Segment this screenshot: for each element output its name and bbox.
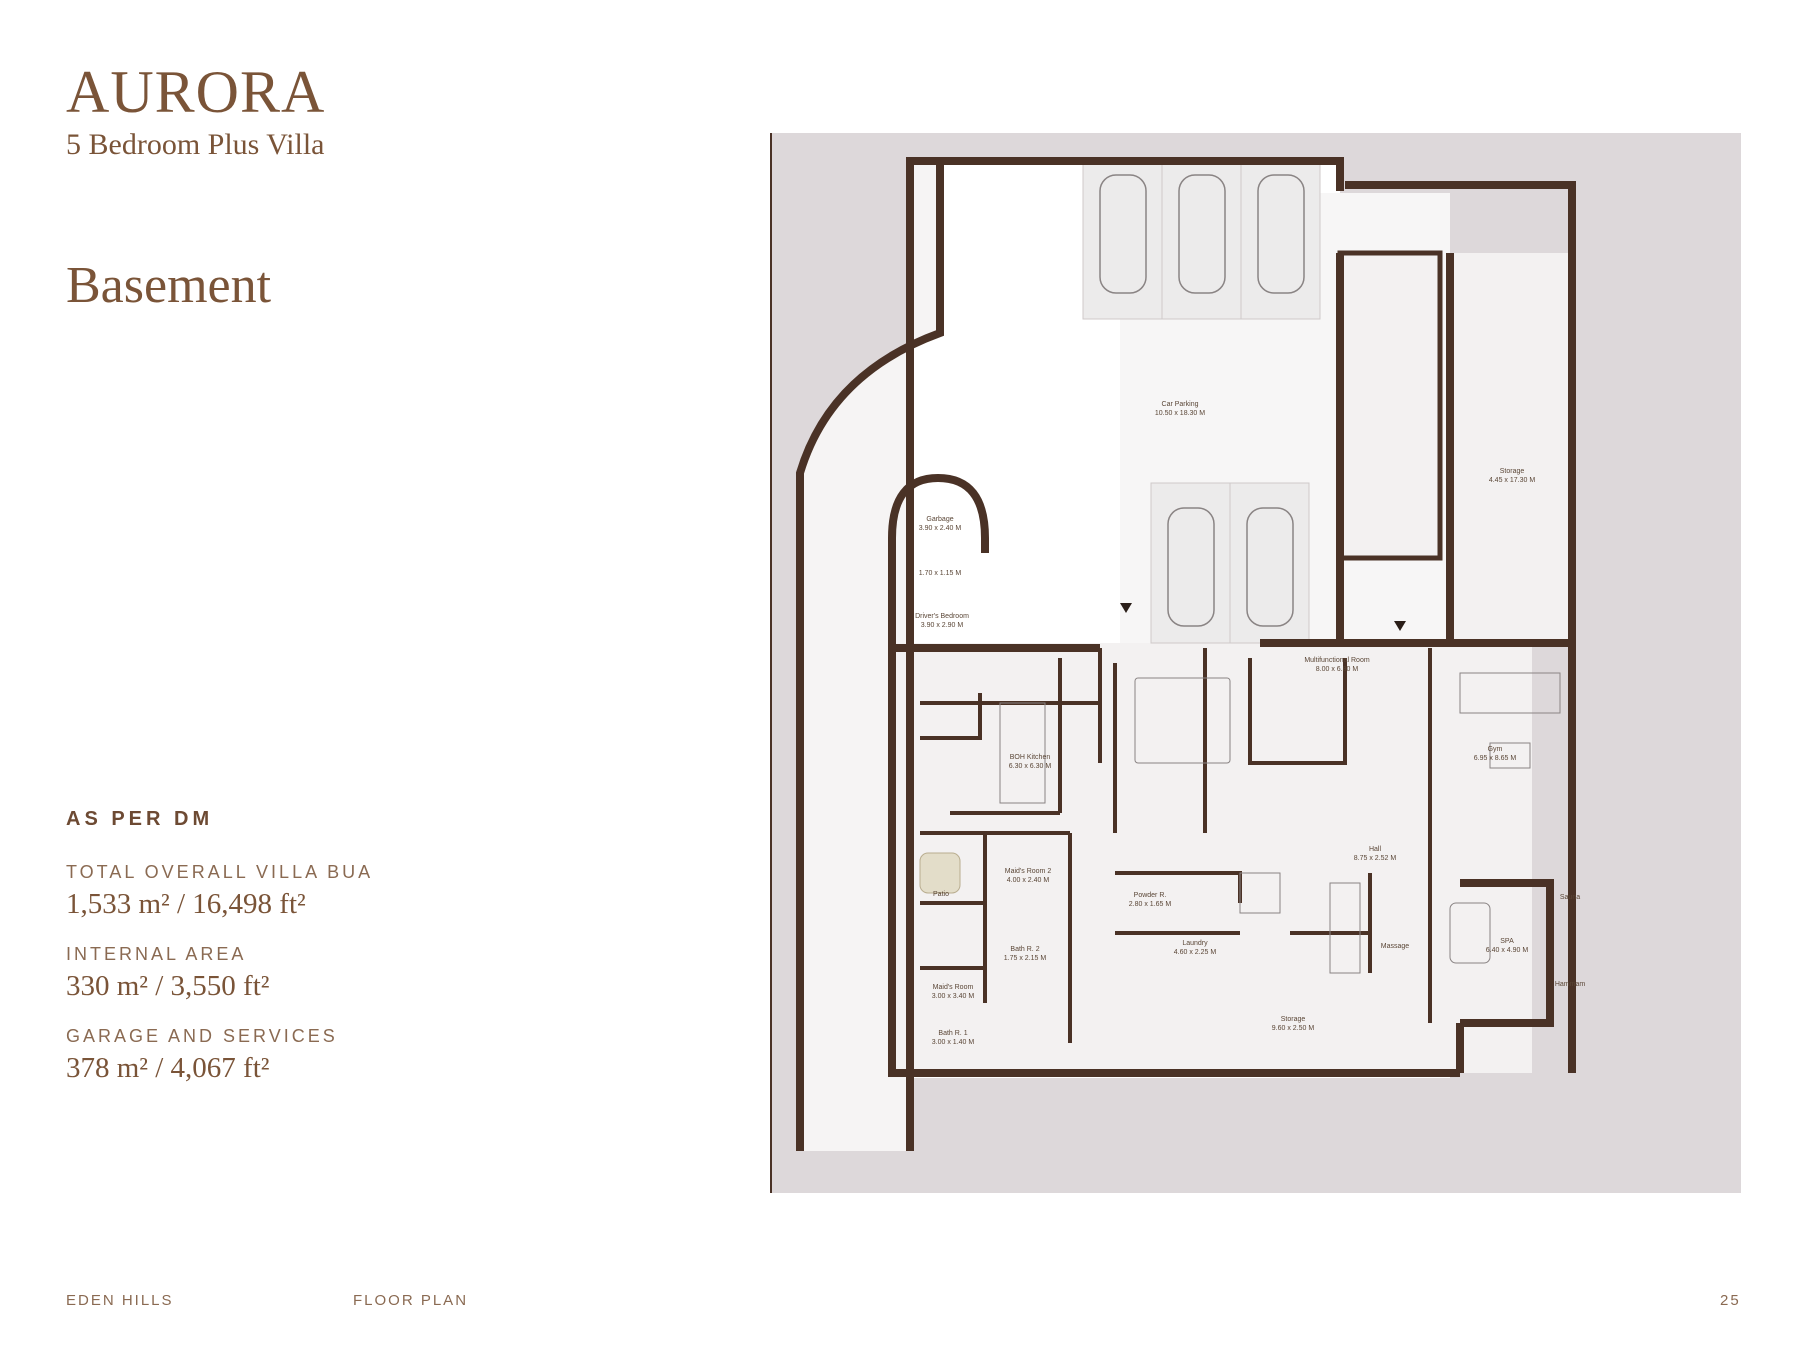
room-size: 8.00 x 6.80 M	[1316, 666, 1359, 673]
internal-area-label: INTERNAL AREA	[66, 944, 247, 964]
room-size: 1.70 x 1.15 M	[919, 570, 962, 577]
page-number: 25	[1720, 1292, 1741, 1309]
floor-level-heading: Basement	[66, 257, 272, 314]
fixtures	[999, 672, 1561, 974]
villa-type-subtitle: 5 Bedroom Plus Villa	[66, 128, 325, 161]
entry-arrow-icon	[1394, 621, 1406, 631]
room-name: Car Parking	[1162, 401, 1199, 408]
room-size: 3.00 x 3.40 M	[932, 993, 975, 1000]
room-size: 4.45 x 17.30 M	[1489, 477, 1535, 484]
total-bua-label: TOTAL OVERALL VILLA BUA	[66, 862, 374, 882]
room-name: Maid's Room	[933, 984, 974, 991]
room-name: Hall	[1369, 846, 1382, 853]
room-size: 6.40 x 4.90 M	[1486, 947, 1529, 954]
room-size: 3.90 x 2.40 M	[919, 525, 962, 532]
internal-area-value: 330 m² / 3,550 ft²	[66, 970, 270, 1002]
storage-left-strip	[1337, 250, 1443, 561]
storage-room	[1450, 253, 1570, 643]
room-size: 4.60 x 2.25 M	[1174, 949, 1217, 956]
room-name: Garbage	[926, 516, 953, 523]
car-icons	[1099, 174, 1305, 627]
parking-bays-top	[1082, 162, 1321, 320]
room-name: BOH Kitchen	[1010, 754, 1051, 761]
room-name: Hammam	[1555, 981, 1586, 988]
room-labels: Car Parking 10.50 x 18.30 M Storage 4.45…	[915, 401, 1585, 1046]
garage-services-label: GARAGE AND SERVICES	[66, 1026, 338, 1046]
room-size: 10.50 x 18.30 M	[1155, 410, 1205, 417]
room-name: Powder R.	[1134, 892, 1167, 899]
room-name: Maid's Room 2	[1005, 868, 1052, 875]
total-bua-value: 1,533 m² / 16,498 ft²	[66, 888, 306, 920]
room-name: Driver's Bedroom	[915, 613, 969, 620]
room-size: 6.95 x 8.65 M	[1474, 755, 1517, 762]
room-size: 2.80 x 1.65 M	[1129, 901, 1172, 908]
room-size: 3.90 x 2.90 M	[921, 622, 964, 629]
room-name: Bath R. 1	[938, 1030, 967, 1037]
floor-plan-drawing: Car Parking 10.50 x 18.30 M Storage 4.45…	[770, 133, 1585, 1193]
room-size: 8.75 x 2.52 M	[1354, 855, 1397, 862]
room-name: Laundry	[1182, 940, 1208, 947]
walls	[888, 157, 1576, 1151]
garage-services-value: 378 m² / 4,067 ft²	[66, 1052, 270, 1084]
room-size: 6.30 x 6.30 M	[1009, 763, 1052, 770]
room-name: Multifunctional Room	[1304, 657, 1370, 664]
floor-area-lower	[892, 643, 1532, 1073]
room-name: Storage	[1281, 1016, 1306, 1023]
footer-project: EDEN HILLS	[66, 1292, 174, 1309]
floor-plan: Car Parking 10.50 x 18.30 M Storage 4.45…	[770, 133, 1741, 1193]
page-title: AURORA	[66, 59, 326, 125]
patio-planter	[919, 852, 961, 894]
room-name: Storage	[1500, 468, 1525, 475]
room-size: 3.00 x 1.40 M	[932, 1039, 975, 1046]
room-name: Patio	[933, 891, 949, 898]
entry-arrow-icon	[1120, 603, 1132, 613]
room-name: Gym	[1488, 746, 1503, 753]
room-name: Massage	[1381, 943, 1410, 950]
areas-heading: AS PER DM	[66, 808, 214, 830]
room-size: 4.00 x 2.40 M	[1007, 877, 1050, 884]
room-size: 1.75 x 2.15 M	[1004, 955, 1047, 962]
room-name: Bath R. 2	[1010, 946, 1039, 953]
footer-section: FLOOR PLAN	[353, 1292, 469, 1309]
room-name: SPA	[1500, 938, 1514, 945]
ramp-wall	[796, 165, 944, 1151]
room-name: Sauna	[1560, 894, 1580, 901]
parking-bays-lower	[1150, 482, 1310, 644]
room-size: 9.60 x 2.50 M	[1272, 1025, 1315, 1032]
